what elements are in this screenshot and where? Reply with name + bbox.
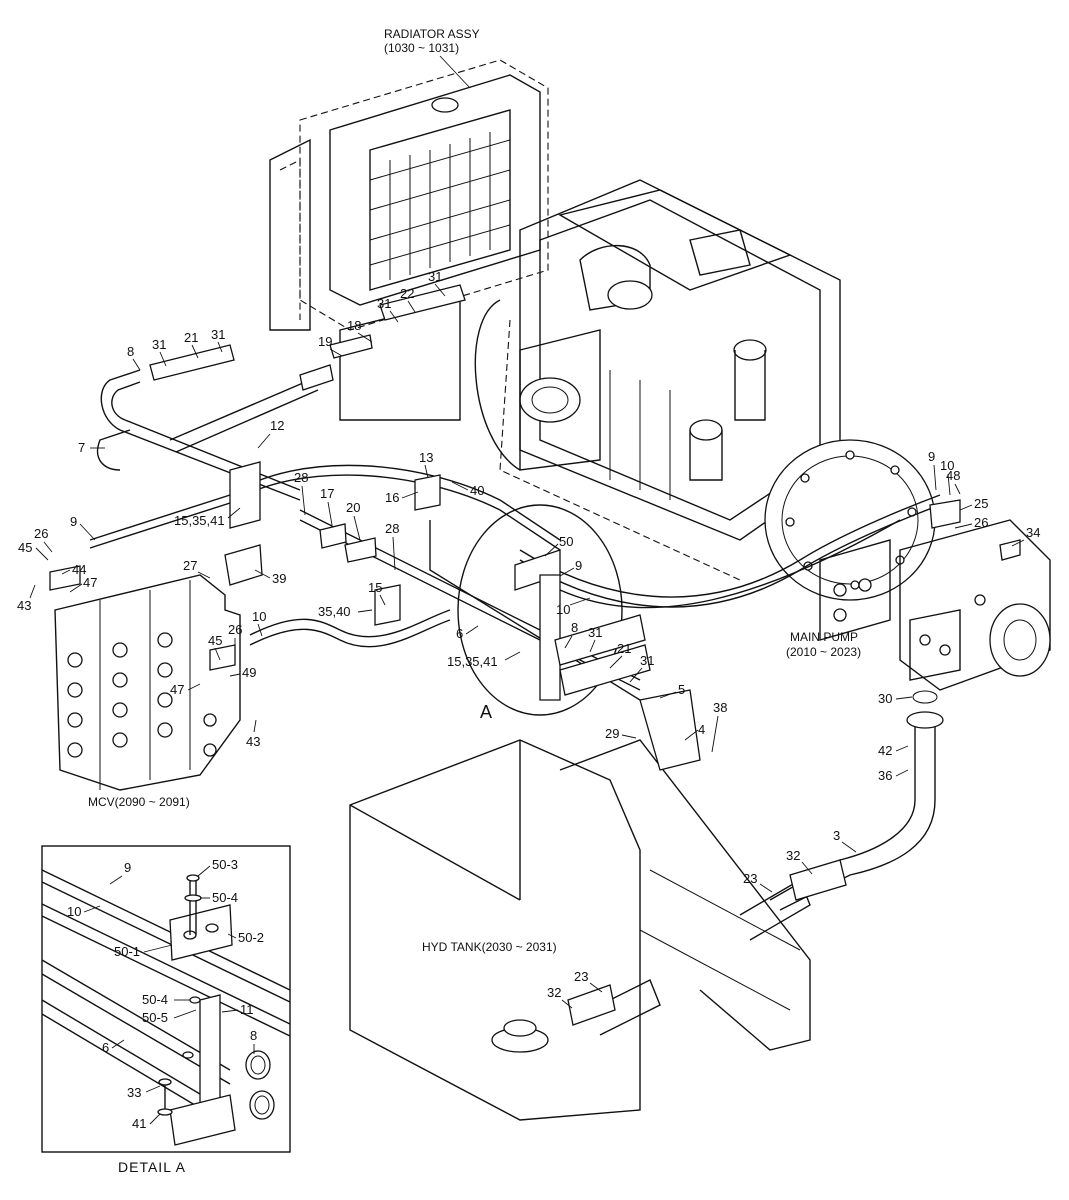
detail-callout-8: 8 — [250, 1028, 257, 1043]
callout-47: 47 — [170, 682, 184, 697]
callout-21: 21 — [617, 641, 631, 656]
detail-callout-41: 41 — [132, 1116, 146, 1131]
callout-7: 7 — [78, 440, 85, 455]
callout-32: 32 — [786, 848, 800, 863]
callout-5: 5 — [678, 682, 685, 697]
detail-callout-50-2: 50-2 — [238, 930, 264, 945]
callout-20: 20 — [346, 500, 360, 515]
callout-23: 23 — [574, 969, 588, 984]
callout-34: 34 — [1026, 525, 1040, 540]
callout-16: 16 — [385, 490, 399, 505]
callout-15: 15 — [368, 580, 382, 595]
callout-9: 9 — [928, 449, 935, 464]
radiator-title: RADIATOR ASSY — [384, 27, 480, 41]
callout-42: 42 — [878, 743, 892, 758]
hyd-tank-caption: HYD TANK(2030 ~ 2031) — [422, 940, 557, 954]
callout-40: 40 — [470, 483, 484, 498]
detail-callout-10: 10 — [67, 904, 81, 919]
callout-12: 12 — [270, 418, 284, 433]
callout-3: 3 — [833, 828, 840, 843]
fittings — [49, 284, 1021, 1026]
callout-39: 39 — [272, 571, 286, 586]
callout-49: 49 — [242, 665, 256, 680]
detail-callout-50-5: 50-5 — [142, 1010, 168, 1025]
callout-45: 45 — [18, 540, 32, 555]
mcv-caption: MCV(2090 ~ 2091) — [88, 795, 190, 809]
callout-13: 13 — [419, 450, 433, 465]
detail-callout-50-3: 50-3 — [212, 857, 238, 872]
callout-8: 8 — [571, 620, 578, 635]
callout-30: 30 — [878, 691, 892, 706]
callout-50: 50 — [559, 534, 573, 549]
callout-31: 31 — [640, 653, 654, 668]
callout-23: 23 — [743, 871, 757, 886]
callout-6: 6 — [456, 626, 463, 641]
callout-26: 26 — [228, 622, 242, 637]
callout-9: 9 — [70, 514, 77, 529]
detail-callout-6: 6 — [102, 1040, 109, 1055]
callout-31: 31 — [428, 269, 442, 284]
callout-31: 31 — [211, 327, 225, 342]
hydraulic-tank: HYD TANK(2030 ~ 2031) — [349, 739, 811, 1121]
callout-4: 4 — [698, 722, 705, 737]
radiator-range: (1030 ~ 1031) — [384, 41, 459, 55]
callout-22: 22 — [400, 286, 414, 301]
detail-a-inset: 9 10 50-3 50-4 50-1 50-2 50-4 50-5 11 6 … — [41, 845, 291, 1175]
detail-callout-33: 33 — [127, 1085, 141, 1100]
callout-28: 28 — [294, 470, 308, 485]
callout-48: 48 — [946, 468, 960, 483]
detail-a-title: DETAIL A — [118, 1159, 186, 1175]
callout-25: 25 — [974, 496, 988, 511]
engine — [474, 179, 936, 601]
mcv-valve-block: MCV(2090 ~ 2091) — [54, 574, 241, 809]
callout-10: 10 — [252, 609, 266, 624]
callout-31: 31 — [588, 625, 602, 640]
main-pump: MAIN PUMP (2010 ~ 2023) — [786, 519, 1051, 691]
callout-15-35-41: 15,35,41 — [447, 654, 498, 669]
callout-9: 9 — [575, 558, 582, 573]
callout-28: 28 — [385, 521, 399, 536]
callout-10: 10 — [940, 458, 954, 473]
callout-27: 27 — [183, 558, 197, 573]
detail-a-callout-circle: A — [457, 504, 623, 722]
callout-38: 38 — [713, 700, 727, 715]
callout-47: 47 — [83, 575, 97, 590]
callout-45: 45 — [208, 633, 222, 648]
callout-31: 31 — [377, 296, 391, 311]
callout-15-35-41: 15,35,41 — [174, 513, 225, 528]
callout-35-40: 35,40 — [318, 604, 351, 619]
callout-18: 18 — [347, 318, 361, 333]
callout-44: 44 — [72, 562, 86, 577]
callout-36: 36 — [878, 768, 892, 783]
callout-labels: 31 22 31 18 19 8 31 21 31 7 12 13 16 40 … — [17, 269, 1040, 1009]
detail-callout-50-4: 50-4 — [142, 992, 168, 1007]
detail-a-marker: A — [480, 702, 492, 722]
callout-10: 10 — [556, 602, 570, 617]
callout-43: 43 — [17, 598, 31, 613]
callout-26: 26 — [34, 526, 48, 541]
detail-callout-50-4: 50-4 — [212, 890, 238, 905]
detail-callout-11: 11 — [240, 1002, 254, 1017]
detail-callout-50-1: 50-1 — [114, 944, 140, 959]
callout-17: 17 — [320, 486, 334, 501]
callout-8: 8 — [127, 344, 134, 359]
radiator-assembly: RADIATOR ASSY (1030 ~ 1031) — [269, 27, 549, 421]
detail-callout-9: 9 — [124, 860, 131, 875]
callout-26: 26 — [974, 515, 988, 530]
callout-32: 32 — [547, 985, 561, 1000]
callout-21: 21 — [184, 330, 198, 345]
callout-31: 31 — [152, 337, 166, 352]
callout-19: 19 — [318, 334, 332, 349]
callout-43: 43 — [246, 734, 260, 749]
main-pump-range: (2010 ~ 2023) — [786, 645, 861, 659]
main-pump-title: MAIN PUMP — [790, 630, 858, 644]
callout-29: 29 — [605, 726, 619, 741]
